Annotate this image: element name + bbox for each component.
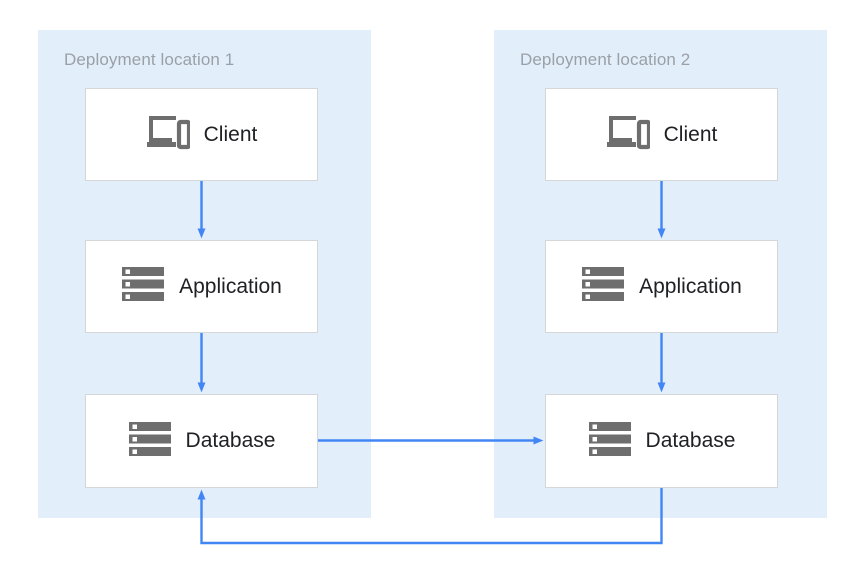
node-client-1[interactable]: Client	[85, 88, 318, 181]
node-database-2[interactable]: Database	[545, 394, 778, 488]
node-label-client-1: Client	[203, 122, 258, 146]
node-label-application-2: Application	[639, 274, 742, 298]
node-client-2[interactable]: Client	[545, 88, 778, 181]
zone-label-deployment-location-2: Deployment location 2	[520, 50, 691, 69]
node-database-1[interactable]: Database	[85, 394, 318, 488]
node-label-database-1: Database	[185, 429, 276, 452]
zone-label-deployment-location-1: Deployment location 1	[64, 50, 235, 69]
server-icon	[121, 266, 165, 307]
devices-icon	[146, 114, 191, 155]
node-label-client-2: Client	[663, 122, 718, 146]
server-icon	[128, 421, 172, 462]
node-application-1[interactable]: Application	[85, 240, 318, 333]
devices-icon	[606, 114, 651, 155]
node-label-database-2: Database	[645, 429, 736, 452]
node-application-2[interactable]: Application	[545, 240, 778, 333]
node-label-application-1: Application	[179, 274, 282, 298]
server-icon	[588, 421, 632, 462]
server-icon	[581, 266, 625, 307]
